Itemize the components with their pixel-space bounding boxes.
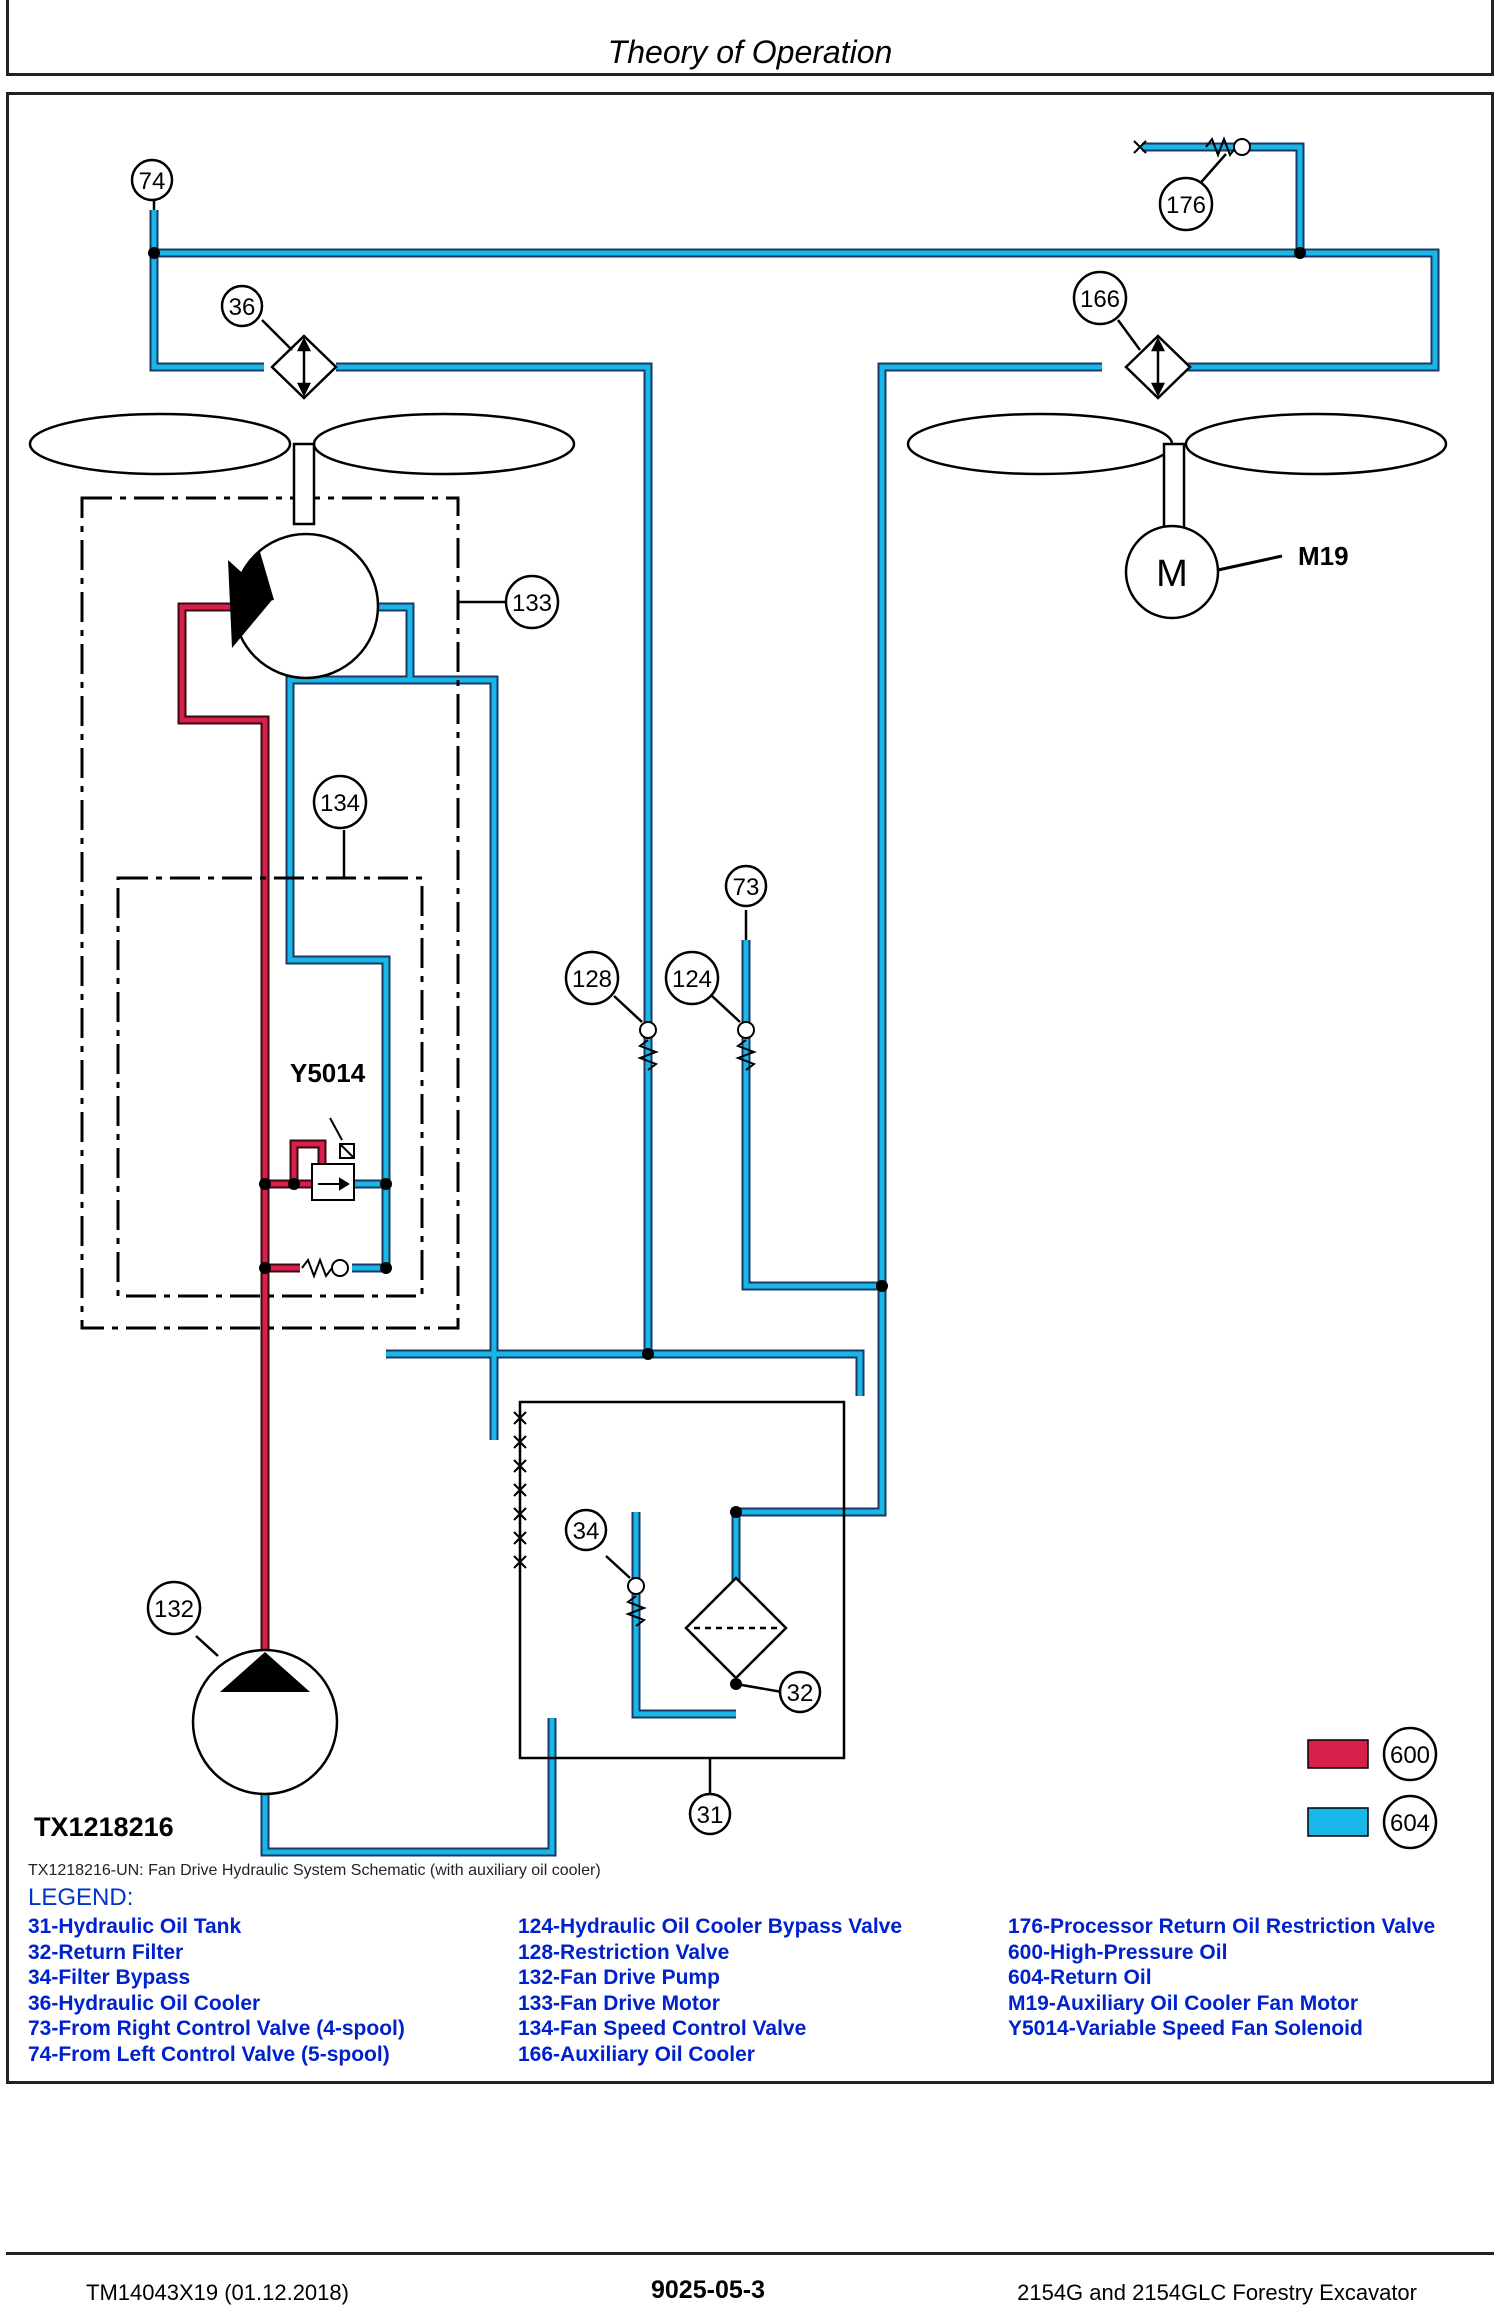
svg-text:74: 74 [139, 168, 166, 195]
legend-item: 604-Return Oil [1008, 1966, 1152, 1990]
legend-item: 74-From Left Control Valve (5-spool) [28, 2042, 390, 2066]
fan-drive-motor-boundary [80, 496, 460, 1330]
callout-36: 36 [220, 284, 264, 328]
legend-item: Y5014-Variable Speed Fan Solenoid [1008, 2017, 1363, 2041]
svg-text:133: 133 [512, 590, 552, 617]
callout-134: 134 [312, 774, 368, 830]
callout-132: 132 [146, 1580, 202, 1636]
restriction-valve-128-icon [637, 1021, 659, 1071]
hydraulic-oil-cooler-icon [270, 334, 338, 400]
svg-text:124: 124 [672, 966, 712, 993]
y5014-solenoid-valve-icon [311, 1117, 355, 1201]
svg-text:73: 73 [733, 874, 760, 901]
footer-manual-id: TM14043X19 (01.12.2018) [86, 2280, 349, 2305]
callout-604: 604 [1382, 1794, 1438, 1850]
svg-text:34: 34 [573, 1518, 600, 1545]
svg-text:166: 166 [1080, 286, 1120, 313]
legend-item: 600-High-Pressure Oil [1008, 1940, 1228, 1964]
svg-text:132: 132 [154, 1596, 194, 1623]
m19-motor-icon: M [1124, 524, 1283, 620]
footer-page-number: 9025-05-3 [651, 2276, 765, 2304]
page-title: Theory of Operation [607, 34, 893, 70]
fan-right-icon [906, 412, 1448, 536]
callout-176: 176 [1158, 176, 1214, 232]
legend-item: 124-Hydraulic Oil Cooler Bypass Valve [518, 1915, 903, 1938]
bypass-valve-124-icon [735, 1021, 757, 1071]
legend-title: LEGEND: [28, 1884, 134, 1911]
legend-column-1: 31-Hydraulic Oil Tank 32-Return Filter 3… [28, 1914, 405, 2068]
figure-id: TX1218216 [34, 1812, 174, 1842]
swatch-return [1307, 1807, 1369, 1837]
callout-128: 128 [564, 950, 620, 1006]
legend-item: 36-Hydraulic Oil Cooler [28, 1991, 261, 2015]
callout-133: 133 [504, 574, 560, 630]
svg-text:31: 31 [697, 1802, 724, 1829]
fan-left-icon [28, 412, 576, 526]
hydraulic-oil-tank [518, 1400, 846, 1760]
callout-74: 74 [130, 158, 174, 202]
svg-text:134: 134 [320, 790, 360, 817]
callout-73: 73 [724, 864, 768, 908]
junction-dots [148, 247, 1306, 1690]
filter-bypass-34-icon [625, 1577, 647, 1627]
svg-text:604: 604 [1390, 1810, 1430, 1837]
callout-124: 124 [664, 950, 720, 1006]
callout-32: 32 [778, 1670, 822, 1714]
leader-lines [152, 153, 1227, 1794]
legend-item: 134-Fan Speed Control Valve [518, 2017, 807, 2041]
callout-600: 600 [1382, 1726, 1438, 1782]
return-filter-icon [684, 1576, 788, 1680]
tank-vent-marks [513, 1411, 527, 1569]
svg-text:176: 176 [1166, 192, 1206, 219]
footer-machine-model: 2154G and 2154GLC Forestry Excavator [1017, 2280, 1417, 2305]
legend-item: 132-Fan Drive Pump [518, 1966, 720, 1990]
return-oil-lines [149, 142, 1440, 1857]
auxiliary-oil-cooler-icon [1124, 334, 1192, 400]
high-pressure-lines [177, 602, 327, 1652]
legend-item: 176-Processor Return Oil Restriction Val… [1008, 1915, 1436, 1938]
callout-166: 166 [1072, 270, 1128, 326]
label-m19: M19 [1298, 541, 1349, 571]
legend-item: 128-Restriction Valve [518, 1940, 730, 1964]
page-header: Theory of Operation [6, 0, 1494, 76]
legend-item: 32-Return Filter [28, 1940, 184, 1964]
label-y5014: Y5014 [290, 1058, 366, 1088]
svg-text:128: 128 [572, 966, 612, 993]
figure-caption: TX1218216-UN: Fan Drive Hydraulic System… [28, 1862, 601, 1879]
legend-item: 31-Hydraulic Oil Tank [28, 1915, 242, 1938]
fan-drive-pump-icon [191, 1648, 339, 1796]
callout-34: 34 [564, 1508, 608, 1552]
restriction-valve-176-icon [1133, 136, 1251, 158]
footer-divider [6, 2252, 1494, 2255]
motor-symbol: M [1156, 553, 1188, 595]
legend-item: 133-Fan Drive Motor [518, 1991, 720, 2015]
diagram-frame [6, 92, 1494, 2084]
legend-item: M19-Auxiliary Oil Cooler Fan Motor [1008, 1991, 1359, 2015]
legend-item: 166-Auxiliary Oil Cooler [518, 2042, 755, 2066]
svg-text:36: 36 [229, 294, 256, 321]
svg-text:600: 600 [1390, 1742, 1430, 1769]
legend-item: 34-Filter Bypass [28, 1966, 191, 1990]
relief-valve-134-icon [301, 1257, 349, 1279]
legend-column-3: 176-Processor Return Oil Restriction Val… [1008, 1914, 1435, 2042]
svg-text:32: 32 [787, 1680, 814, 1707]
swatch-high-pressure [1307, 1739, 1369, 1769]
fan-drive-motor-icon [228, 532, 380, 680]
legend-item: 73-From Right Control Valve (4-spool) [28, 2017, 405, 2041]
fan-speed-control-valve-boundary [116, 876, 424, 1298]
legend-column-2: 124-Hydraulic Oil Cooler Bypass Valve 12… [518, 1914, 902, 2068]
callout-31: 31 [688, 1792, 732, 1836]
